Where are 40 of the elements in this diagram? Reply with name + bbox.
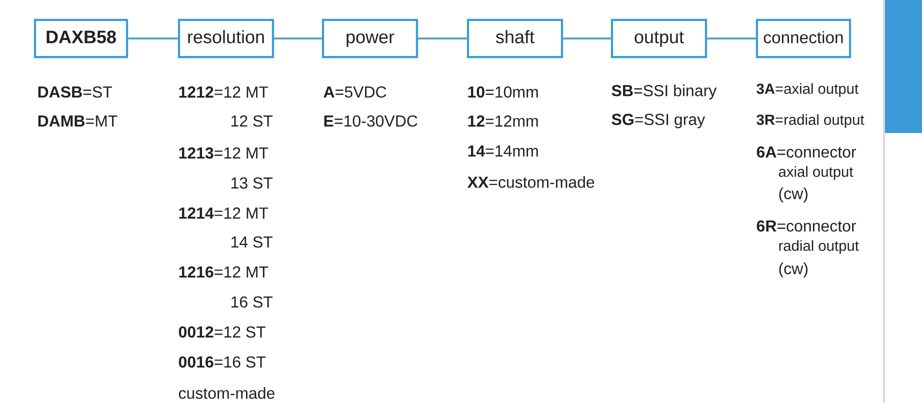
- code-option: E=10-30VDC: [324, 115, 418, 127]
- code-option: 13 ST: [232, 177, 273, 189]
- code-box: resolution: [178, 18, 274, 58]
- connector-line: [128, 38, 178, 40]
- connector-line: [274, 38, 322, 40]
- code-option: axial output: [778, 166, 854, 180]
- code-option: 12 ST: [232, 115, 273, 127]
- code-box: shaft: [466, 18, 564, 58]
- code-option: SG=SSI gray: [612, 114, 706, 128]
- code-box: output: [610, 18, 708, 58]
- connector-line: [418, 38, 467, 40]
- code-option: XX=custom-made: [467, 176, 594, 188]
- code-option: 1214=12 MT: [179, 207, 268, 219]
- code-option: 1212=12 MT: [179, 86, 268, 98]
- code-option: 16 ST: [232, 296, 273, 308]
- code-option: radial output: [779, 240, 859, 254]
- code-option: (cw): [779, 262, 808, 278]
- code-option: 6R=connector: [756, 220, 856, 232]
- code-option: custom-made: [178, 387, 274, 399]
- code-option: 6A=connector: [756, 146, 856, 158]
- connector-line: [707, 38, 756, 40]
- code-option: 3R=radial output: [756, 114, 864, 128]
- code-option: A=5VDC: [324, 86, 386, 98]
- code-option: 10=10mm: [468, 86, 538, 98]
- code-option: 1213=12 MT: [179, 147, 268, 159]
- code-box: connection: [756, 18, 852, 58]
- code-option: 14=14mm: [468, 146, 538, 156]
- code-option: 0012=12 ST: [178, 326, 266, 338]
- code-option: (cw): [779, 188, 808, 202]
- code-option: SB=SSI binary: [612, 84, 717, 100]
- connector-line: [563, 38, 611, 40]
- code-option: 14 ST: [232, 236, 273, 248]
- code-option: 3A=axial output: [756, 83, 858, 97]
- code-option: 0016=16 ST: [178, 356, 266, 368]
- code-box: DAXB58: [34, 18, 128, 58]
- code-option: DASB=ST: [38, 86, 112, 98]
- code-box: power: [322, 18, 418, 58]
- code-option: 1216=12 MT: [179, 266, 268, 278]
- code-option: DAMB=MT: [38, 116, 118, 126]
- code-option: 12=12mm: [468, 115, 538, 127]
